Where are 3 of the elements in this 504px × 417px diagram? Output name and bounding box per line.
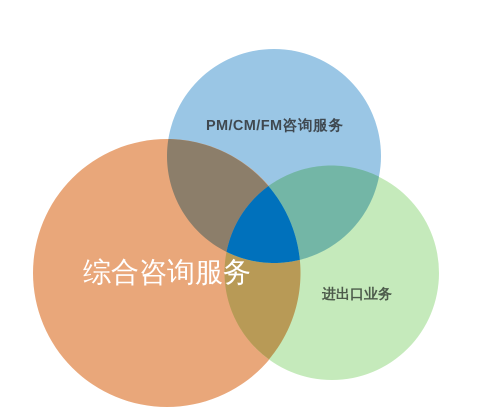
set-label: PM/CM/FM咨询服务	[206, 119, 344, 135]
set-label: 进出口业务	[322, 286, 392, 302]
set-label: 综合咨询服务	[83, 258, 251, 288]
